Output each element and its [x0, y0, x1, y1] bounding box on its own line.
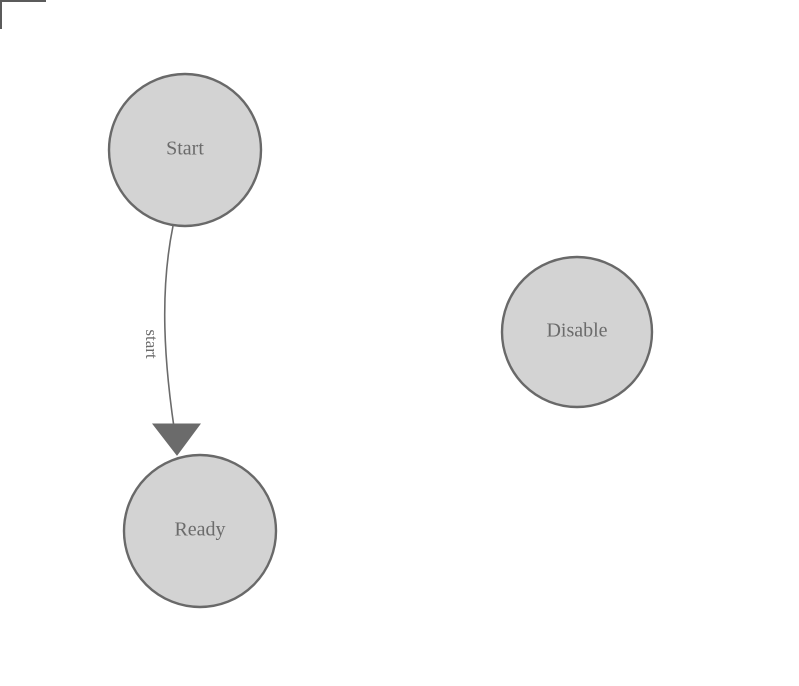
- state-node-disable-label: Disable: [546, 320, 607, 342]
- transition-start-to-ready[interactable]: start: [142, 225, 201, 456]
- state-node-start-label: Start: [166, 138, 204, 160]
- transition-label-start: start: [142, 329, 161, 359]
- state-node-start[interactable]: Start: [107, 72, 263, 228]
- state-node-start-circle[interactable]: [107, 72, 263, 228]
- state-node-ready-label: Ready: [174, 519, 225, 541]
- state-node-ready[interactable]: Ready: [122, 453, 278, 609]
- state-node-ready-circle[interactable]: [122, 453, 278, 609]
- transition-start-to-ready-path[interactable]: [163, 225, 178, 448]
- state-node-disable-circle[interactable]: [500, 255, 654, 409]
- arrowhead-icon: [151, 423, 201, 456]
- canvas-corner-marker-icon: [0, 0, 46, 29]
- state-node-disable[interactable]: Disable: [500, 255, 654, 409]
